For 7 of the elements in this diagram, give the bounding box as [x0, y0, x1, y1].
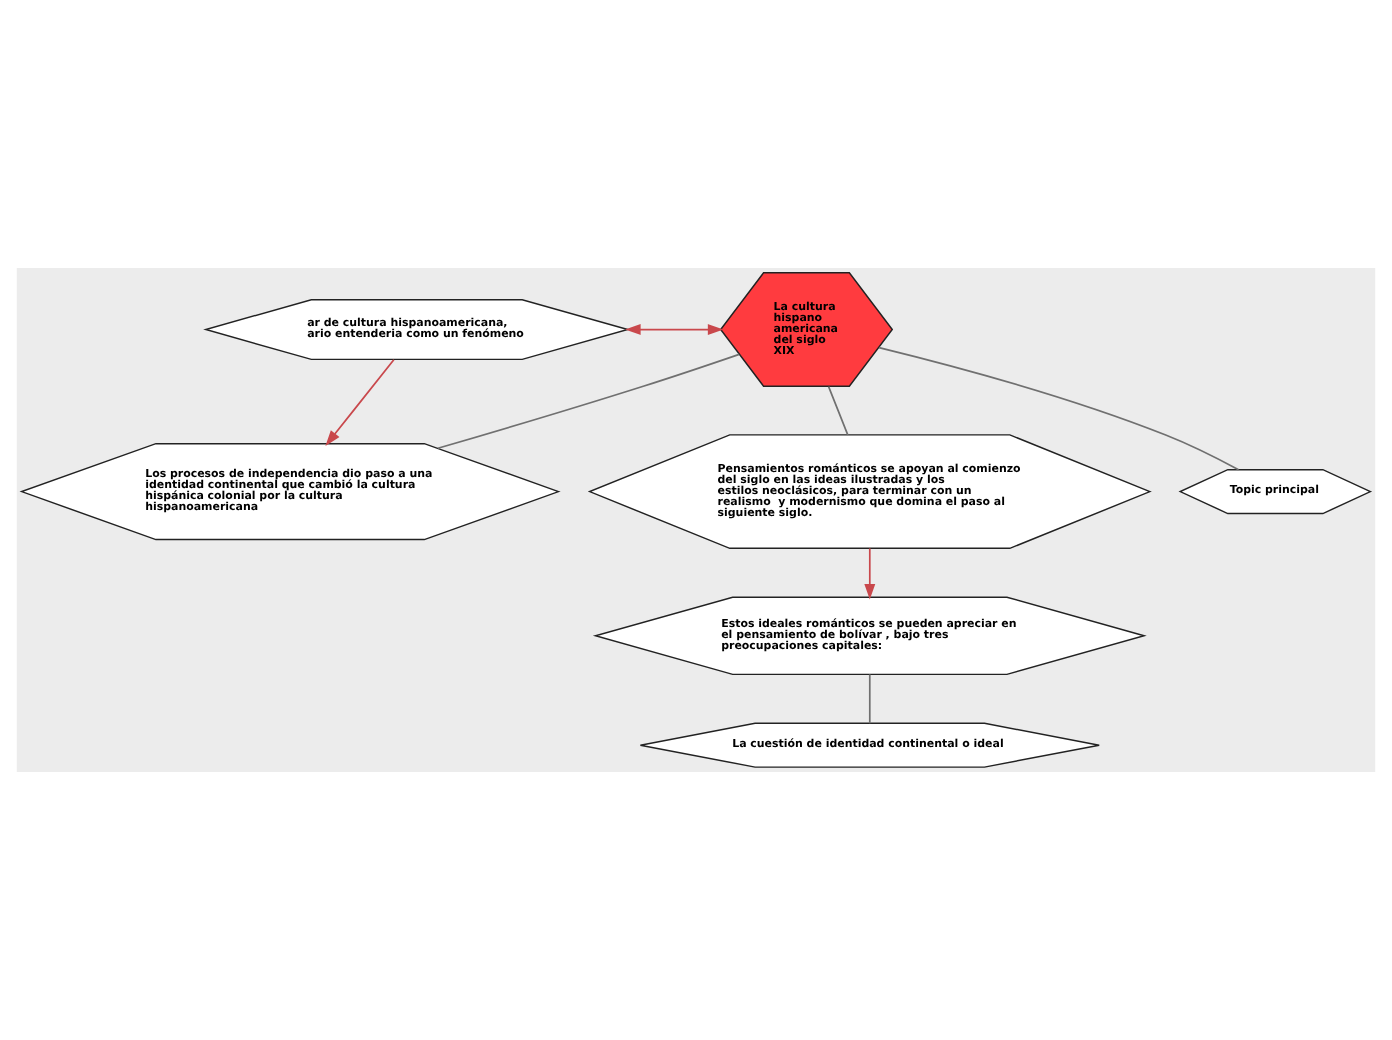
connector: [437, 353, 741, 450]
connector: [868, 673, 871, 725]
connector: [827, 385, 849, 436]
arrow: [325, 358, 395, 446]
arrow: [625, 324, 724, 335]
arrow: [864, 547, 876, 600]
connector: [878, 346, 1240, 471]
